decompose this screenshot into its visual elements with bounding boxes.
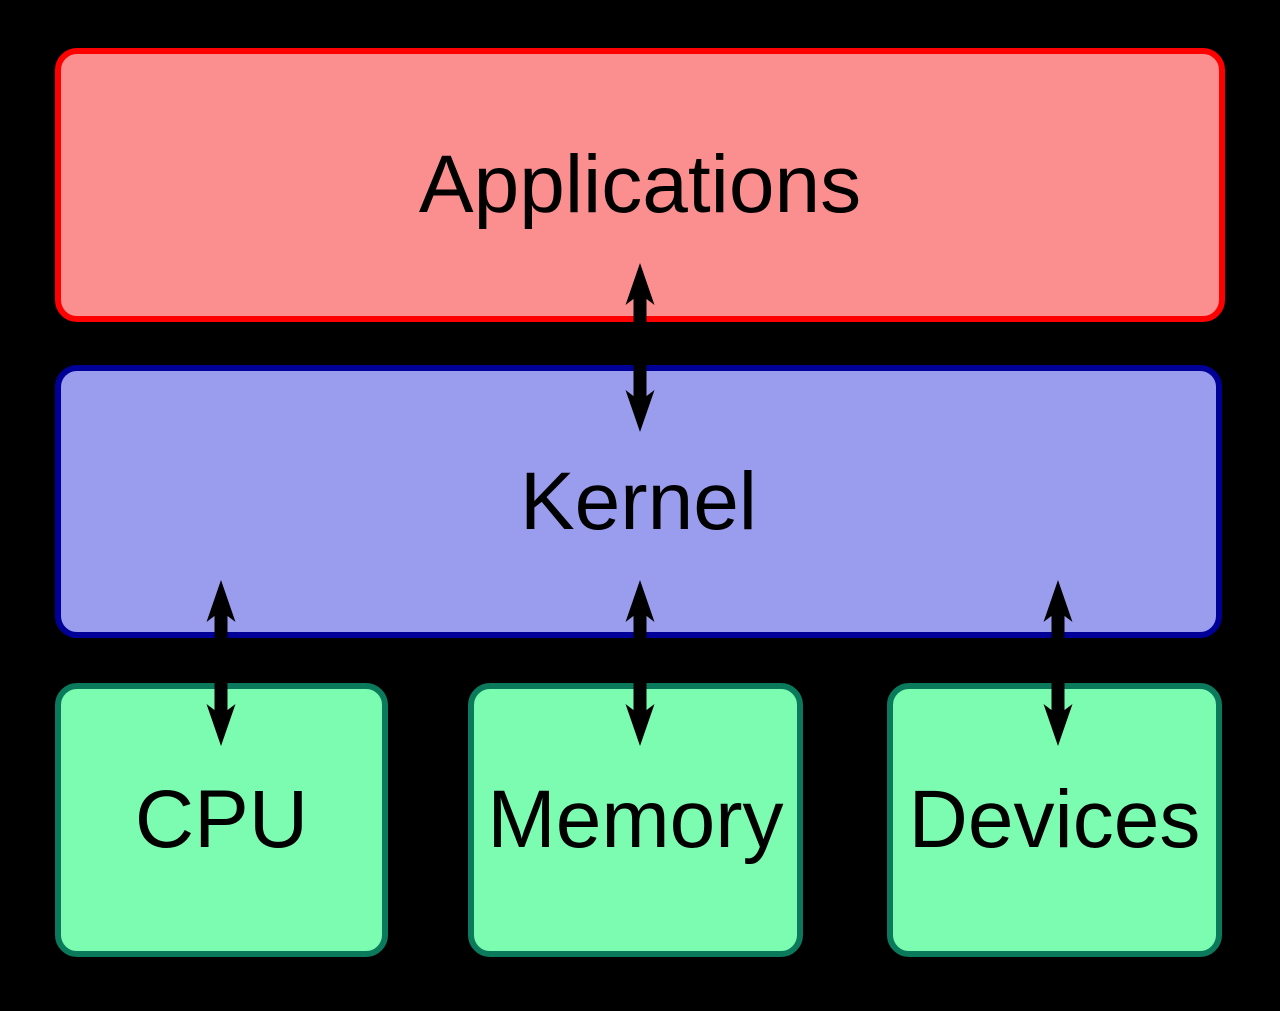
arrow-kernel-devices-icon	[1043, 580, 1073, 746]
applications-label: Applications	[418, 139, 862, 230]
kernel-label: Kernel	[519, 455, 758, 547]
arrow-applications-kernel-icon	[625, 263, 655, 432]
cpu-label: CPU	[134, 774, 309, 865]
arrow-kernel-memory-icon	[625, 580, 655, 746]
devices-label: Devices	[908, 774, 1201, 865]
arrow-kernel-cpu-icon	[206, 580, 236, 746]
memory-label: Memory	[487, 774, 784, 865]
cpu-box: CPU	[55, 683, 388, 957]
